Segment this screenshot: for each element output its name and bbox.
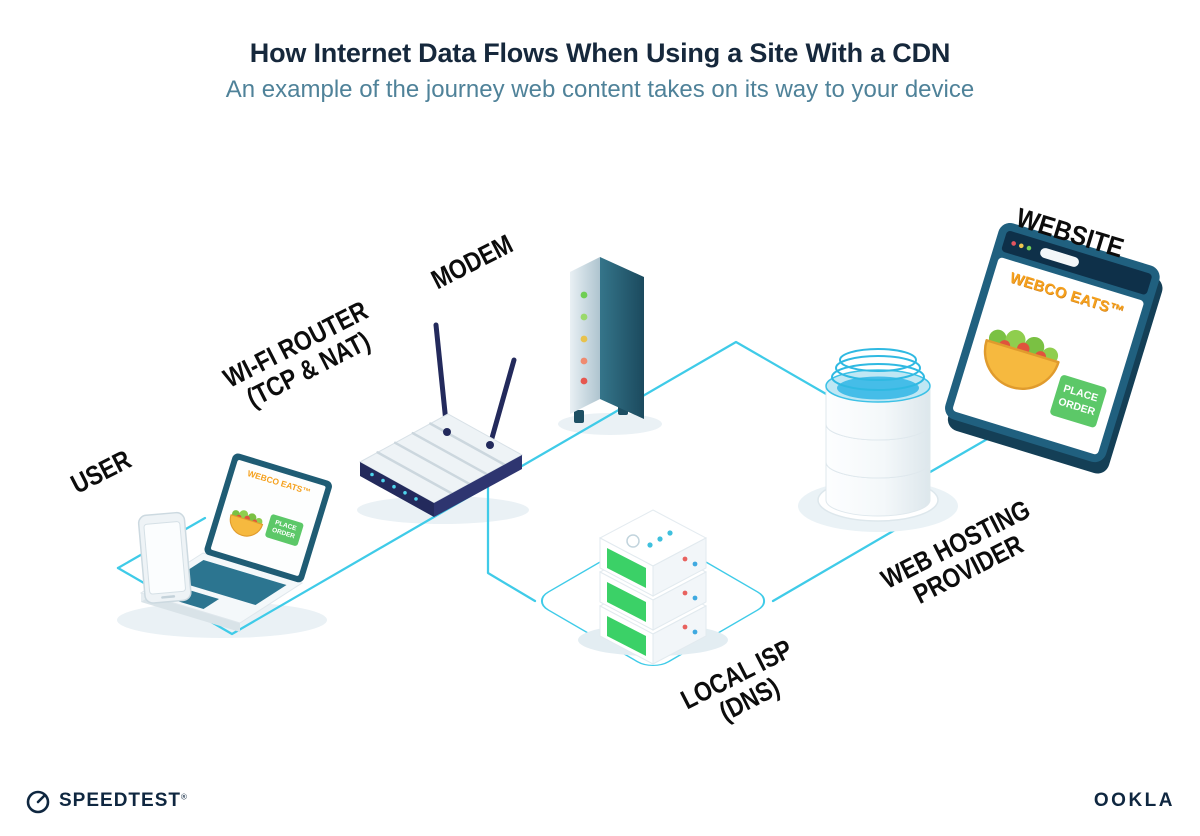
router-illustration: [358, 322, 524, 517]
speedtest-wordmark: SPEEDTEST: [59, 790, 181, 811]
browser-url-pill: [1040, 248, 1079, 267]
modem-leds: [580, 291, 588, 385]
website-browser-illustration: [945, 222, 1163, 474]
ookla-wordmark: OOKLA: [1093, 790, 1175, 811]
hosting-database-illustration: [825, 348, 931, 517]
speedtest-trademark: ®: [180, 792, 187, 802]
router-antenna-left: [433, 322, 450, 435]
speedtest-gauge-icon: [26, 790, 50, 814]
line-drop-to-isp: [486, 484, 537, 603]
phone-illustration: [137, 511, 192, 604]
isp-servers-illustration: [598, 509, 708, 665]
ookla-logo: OOKLA: [1094, 790, 1175, 812]
speedtest-logo: SPEEDTEST®: [25, 788, 187, 814]
server-top-indicators: [626, 530, 673, 548]
line-isp-to-hosting: [771, 525, 902, 603]
page-subtitle: An example of the journey web content ta…: [225, 76, 975, 103]
router-leds: [370, 472, 418, 501]
page-title: How Internet Data Flows When Using a Sit…: [249, 38, 951, 68]
router-antenna-right: [487, 357, 517, 448]
modem-illustration: [570, 257, 644, 423]
hosting-rings: [831, 348, 925, 391]
